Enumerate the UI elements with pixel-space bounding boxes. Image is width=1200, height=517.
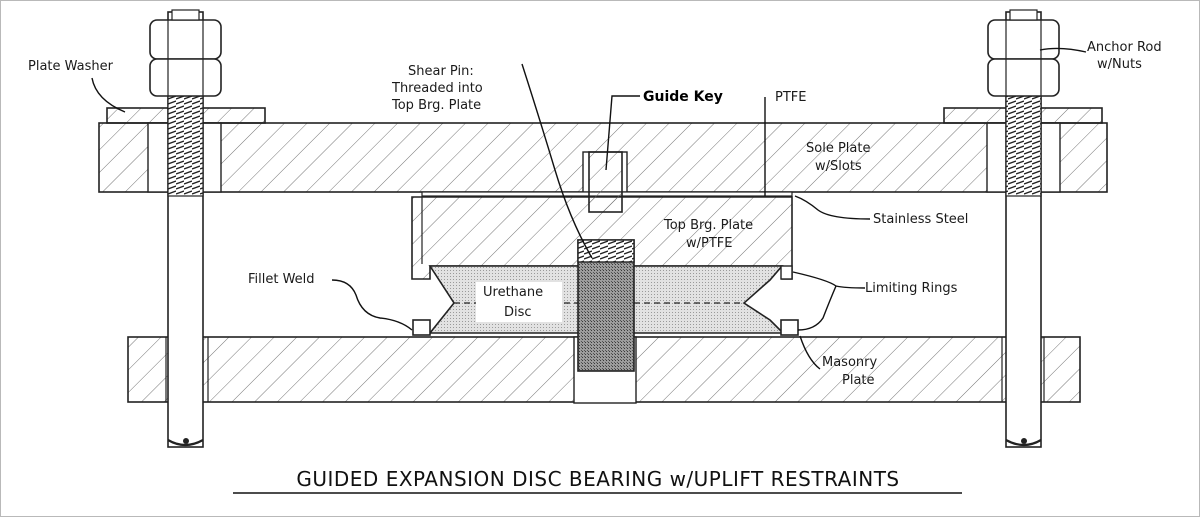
label-guide-key: Guide Key xyxy=(643,89,723,105)
label-sole-plate-line2: w/Slots xyxy=(815,159,862,174)
limiting-ring-left xyxy=(412,319,431,336)
diagram-title: GUIDED EXPANSION DISC BEARING w/UPLIFT R… xyxy=(296,467,899,491)
label-shear-pin-line2: Threaded into xyxy=(391,81,483,96)
nuts-right xyxy=(987,9,1060,97)
label-plate-washer: Plate Washer xyxy=(28,59,114,74)
label-urethane-line1: Urethane xyxy=(483,285,543,300)
label-masonry-line1: Masonry xyxy=(822,355,877,370)
nuts-left xyxy=(149,9,222,97)
label-shear-pin-line3: Top Brg. Plate xyxy=(391,98,481,113)
limiting-ring-right xyxy=(780,319,799,336)
label-sole-plate-line1: Sole Plate xyxy=(806,141,870,156)
label-top-brg-line2: w/PTFE xyxy=(686,236,732,251)
label-anchor-rod-line2: w/Nuts xyxy=(1097,57,1142,72)
label-urethane-line2: Disc xyxy=(504,305,532,320)
limiting-ring-top-right xyxy=(780,265,793,280)
label-anchor-rod-line1: Anchor Rod xyxy=(1087,40,1162,55)
label-limiting-rings: Limiting Rings xyxy=(865,281,958,296)
label-top-brg-line1: Top Brg. Plate xyxy=(663,218,753,233)
label-masonry-line2: Plate xyxy=(842,373,875,388)
label-fillet-weld: Fillet Weld xyxy=(248,272,315,287)
leader-lines xyxy=(91,47,1087,370)
shear-pin xyxy=(577,239,635,372)
label-ptfe: PTFE xyxy=(775,90,806,105)
label-shear-pin-line1: Shear Pin: xyxy=(408,64,474,79)
label-stainless-steel: Stainless Steel xyxy=(873,212,968,227)
